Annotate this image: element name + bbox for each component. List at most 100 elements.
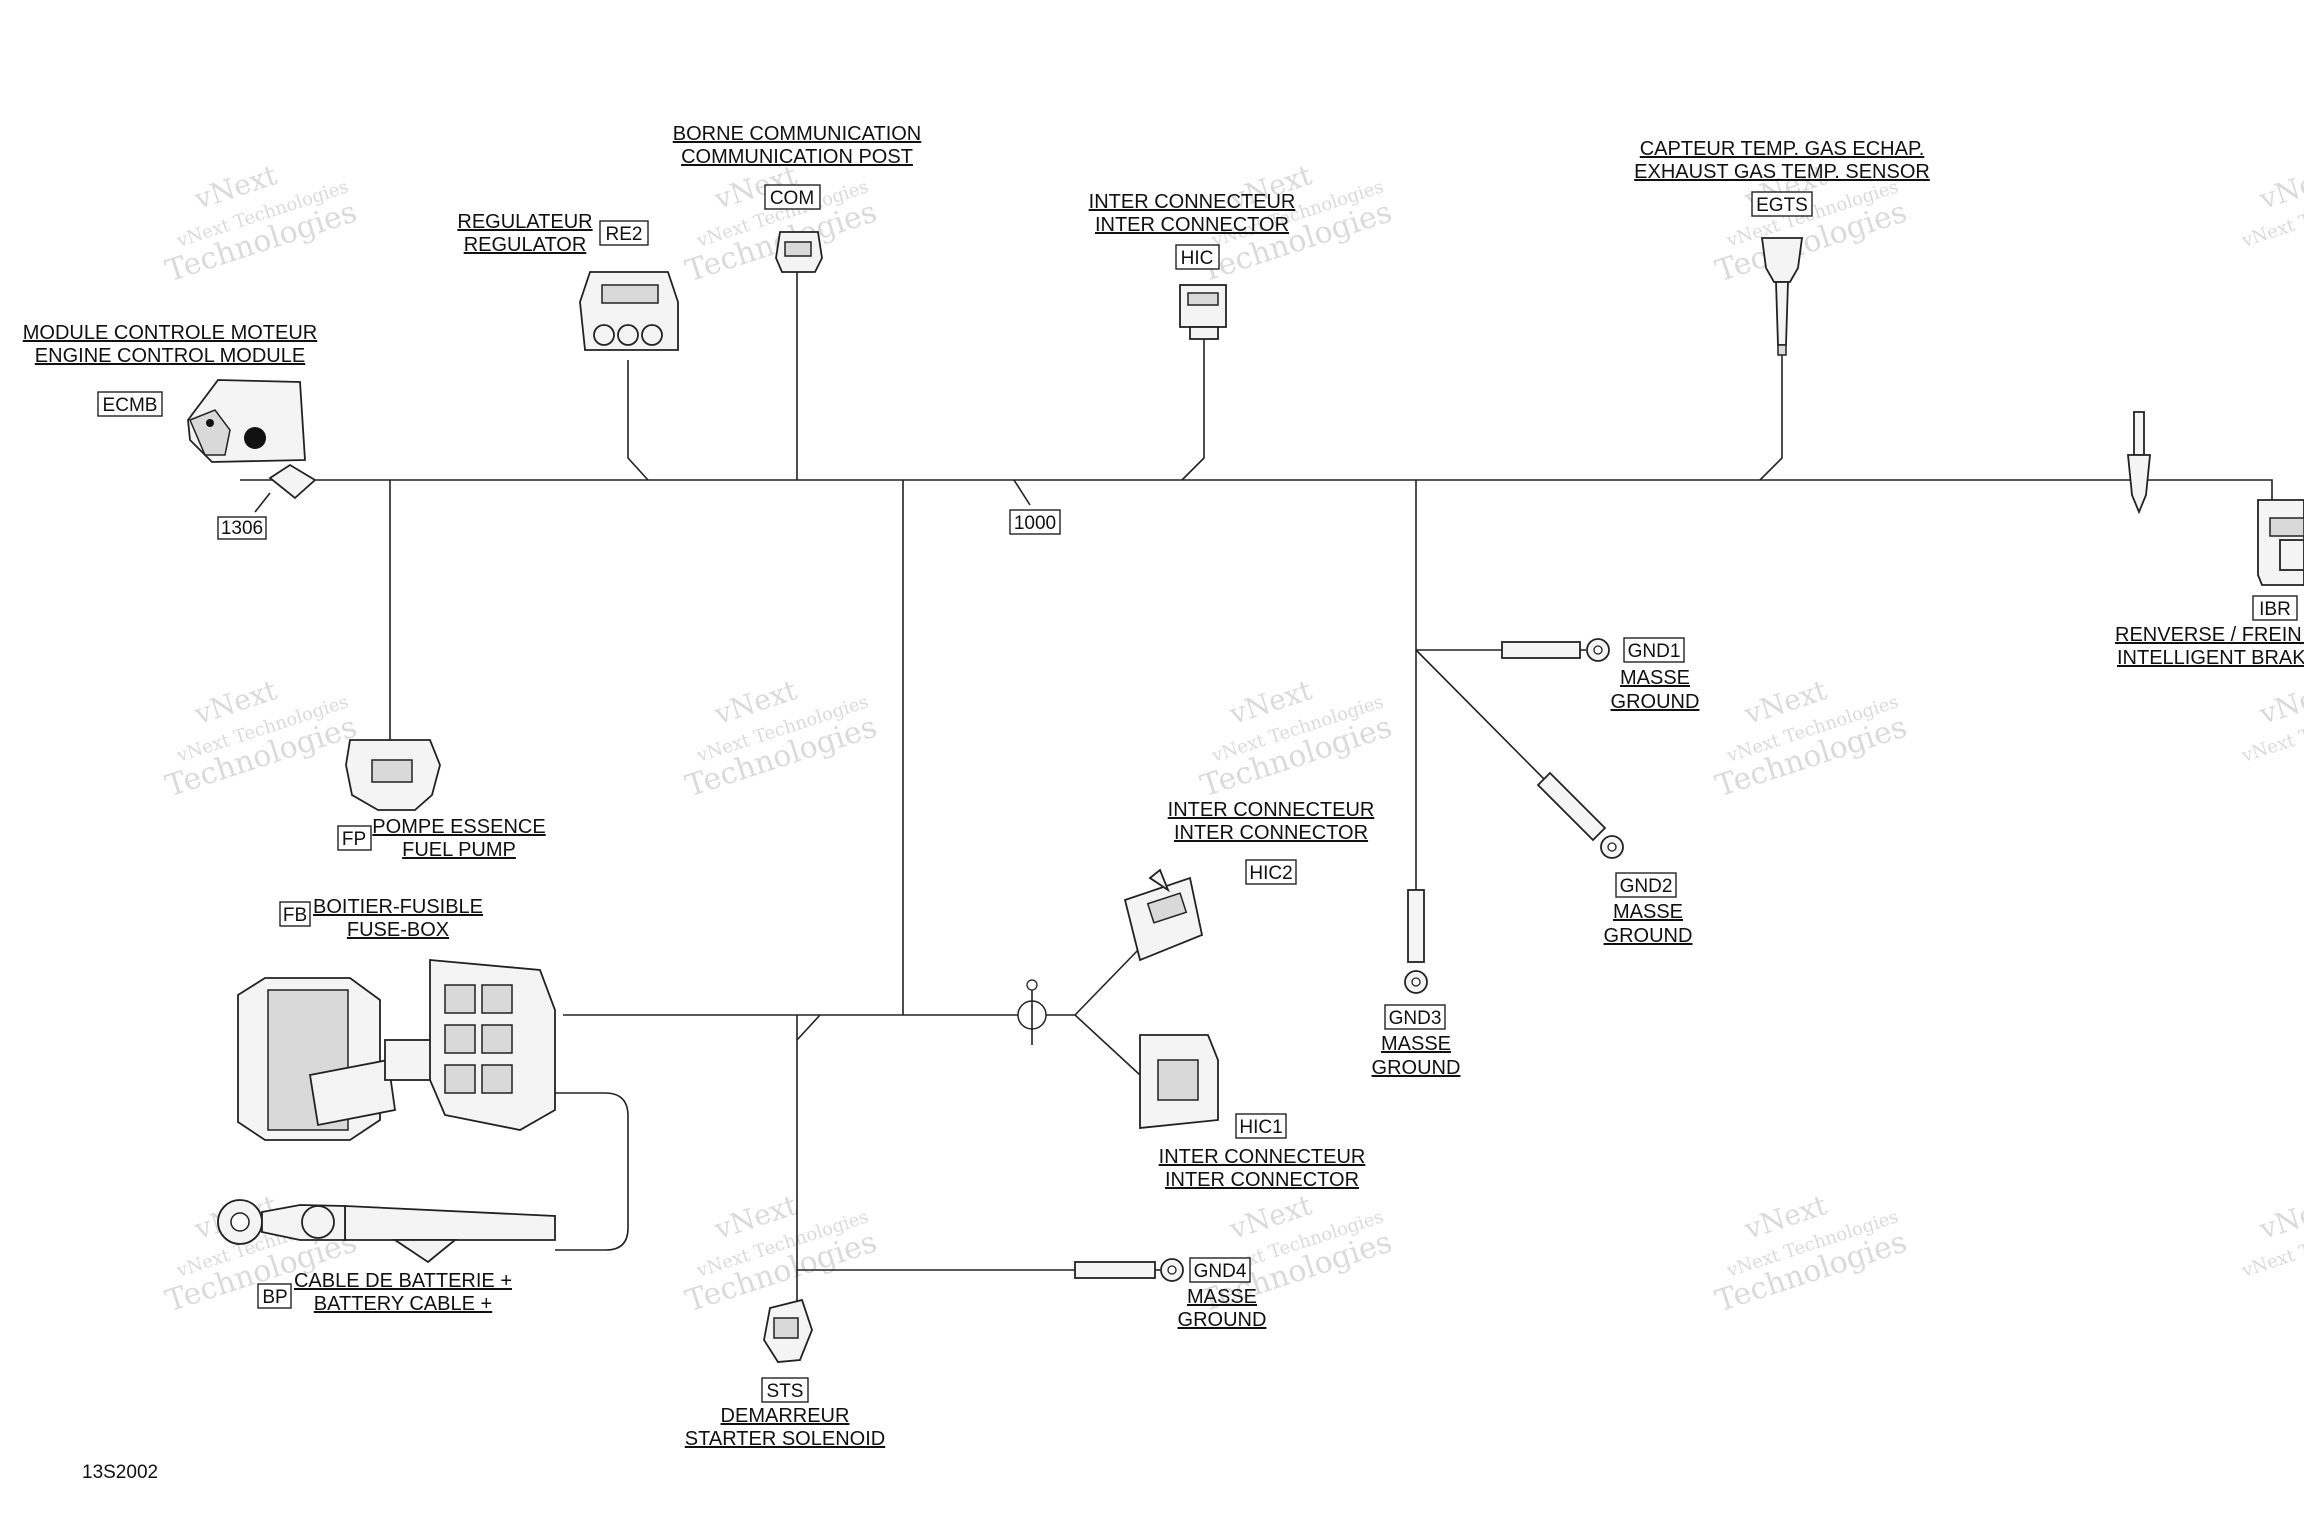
gnd2-wire: [1415, 649, 1546, 781]
splice-connector: [1017, 979, 1047, 1045]
sts-label-en: STARTER SOLENOID: [685, 1428, 885, 1450]
ecm-connector[interactable]: [187, 379, 317, 513]
gnd3-label-fr: MASSE: [1381, 1033, 1451, 1055]
bp-code-box: [257, 1283, 292, 1309]
bp-code: BP: [262, 1287, 287, 1308]
com-label-en: COMMUNICATION POST: [681, 146, 913, 168]
fp-code: FP: [342, 829, 366, 850]
egts-label-fr: CAPTEUR TEMP. GAS ECHAP.: [1640, 138, 1925, 160]
svg-text:vNext: vNext: [2255, 1188, 2304, 1246]
fuse-box[interactable]: [237, 959, 556, 1141]
hic-connector[interactable]: [1179, 284, 1227, 340]
hic1-label-en: INTER CONNECTOR: [1165, 1169, 1359, 1191]
fb-code-box: [279, 901, 311, 927]
hic2-connector[interactable]: [1123, 868, 1204, 962]
communication-post-connector[interactable]: [775, 231, 823, 273]
wiring-harness: [240, 270, 2273, 1310]
watermark: vNext vNext Technologies Technologies: [681, 673, 881, 804]
ecm-pin-icon: [244, 427, 266, 449]
gnd4-code: GND4: [1194, 1261, 1247, 1282]
egts-label-en: EXHAUST GAS TEMP. SENSOR: [1634, 161, 1930, 183]
hic1-connector[interactable]: [1139, 1034, 1219, 1129]
re2-branch-wire: [627, 360, 649, 481]
hic2-label-fr: INTER CONNECTEUR: [1168, 799, 1375, 821]
ecmb-code-box: [97, 391, 163, 417]
main-trunk-wire: [300, 479, 2273, 505]
bp-label-en: BATTERY CABLE +: [314, 1293, 492, 1315]
battery-cable-terminal[interactable]: [217, 1199, 556, 1264]
watermark: vNext vNext Technologies Technologies: [161, 158, 361, 289]
fb-label-en: FUSE-BOX: [347, 919, 449, 941]
egts-branch-wire: [1759, 352, 1783, 481]
gnd1-label-fr: MASSE: [1620, 667, 1690, 689]
gnd1-code-box: [1623, 637, 1685, 663]
hic-label-fr: INTER CONNECTEUR: [1089, 191, 1296, 213]
gnd4-label-en: GROUND: [1178, 1309, 1267, 1331]
fb-code: FB: [283, 905, 307, 926]
hic-code: HIC: [1181, 248, 1214, 269]
com-label-fr: BORNE COMMUNICATION: [673, 123, 922, 145]
re2-code: RE2: [606, 224, 643, 245]
watermark: vNext vNext Technologies Technologies: [681, 1188, 881, 1319]
fp-label-en: FUEL PUMP: [402, 839, 516, 861]
hic1-code-box: [1235, 1113, 1287, 1139]
ecmb-label-fr: MODULE CONTROLE MOTEUR: [23, 322, 317, 344]
egts-code-box: [1751, 191, 1813, 217]
gnd4-code-box: [1189, 1257, 1251, 1283]
ibr-code: IBR: [2259, 599, 2291, 620]
watermark: vNext vNext Technologies Technologies: [1711, 673, 1911, 804]
drawing-id: 13S2002: [82, 1462, 158, 1483]
sts-code: STS: [767, 1381, 804, 1402]
hic1-label-fr: INTER CONNECTEUR: [1159, 1146, 1366, 1168]
fp-code-box: [337, 825, 372, 851]
ibr-label-fr: RENVERSE / FREIN I: [2115, 624, 2304, 646]
gnd1-label-en: GROUND: [1611, 691, 1700, 713]
ibr-code-box: [2252, 595, 2298, 621]
gnd1-terminal[interactable]: [1501, 638, 1610, 662]
gnd3-code: GND3: [1389, 1008, 1442, 1029]
battery-cable-wire: [555, 1092, 629, 1251]
re2-code-box: [599, 220, 649, 246]
starter-solenoid-connector[interactable]: [763, 1298, 813, 1363]
harness-ref-leader: [1013, 479, 1031, 506]
hic2-code-box: [1245, 859, 1297, 885]
harness-ref-box: [1009, 509, 1061, 535]
gnd2-code-box: [1615, 872, 1677, 898]
gnd2-code: GND2: [1620, 876, 1673, 897]
watermark: vNext vNext Technologies: [2239, 1188, 2304, 1282]
hic-label-en: INTER CONNECTOR: [1095, 214, 1289, 236]
ibr-connector[interactable]: [2257, 499, 2304, 586]
svg-text:vNext: vNext: [2255, 158, 2304, 216]
gnd2-label-en: GROUND: [1604, 925, 1693, 947]
hic2-label-en: INTER CONNECTOR: [1174, 822, 1368, 844]
svg-text:vNext: vNext: [2255, 673, 2304, 731]
hic-branch-wire: [1181, 335, 1205, 481]
regulator-connector[interactable]: [579, 271, 679, 351]
sub1306-code-box: [217, 516, 267, 540]
fp-label-fr: POMPE ESSENCE: [372, 816, 545, 838]
fb-label-fr: BOITIER-FUSIBLE: [313, 896, 483, 918]
sts-code-box: [761, 1377, 809, 1403]
watermark: vNext vNext Technologies Technologies: [161, 673, 361, 804]
fuel-pump-connector[interactable]: [345, 739, 441, 811]
ecmb-code: ECMB: [103, 395, 158, 416]
gnd2-label-fr: MASSE: [1613, 901, 1683, 923]
hic2-wire: [1074, 947, 1141, 1016]
egts-sensor[interactable]: [1760, 237, 1804, 356]
egts-code: EGTS: [1756, 195, 1808, 216]
sts-splice-wire: [796, 1014, 821, 1041]
bp-label-fr: CABLE DE BATTERIE +: [294, 1270, 512, 1292]
gnd4-terminal[interactable]: [1074, 1258, 1184, 1282]
hic1-code: HIC1: [1239, 1117, 1282, 1138]
probe-sensor[interactable]: [2127, 411, 2151, 515]
com-code-box: [764, 184, 821, 210]
gnd2-terminal[interactable]: [1536, 771, 1624, 859]
ecmb-label-en: ENGINE CONTROL MODULE: [35, 345, 305, 367]
hic2-code: HIC2: [1249, 863, 1292, 884]
gnd3-terminal[interactable]: [1404, 889, 1428, 994]
gnd3-code-box: [1384, 1004, 1446, 1030]
watermark: vNext vNext Technologies: [2239, 158, 2304, 252]
com-code: COM: [770, 188, 814, 209]
